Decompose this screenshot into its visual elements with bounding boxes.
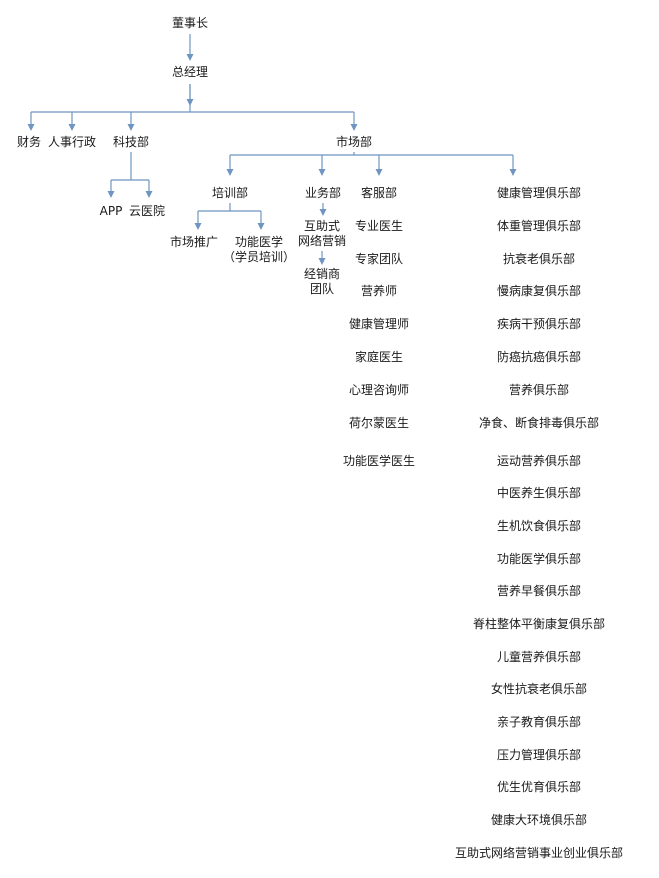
service-role: 心理咨询师 xyxy=(348,383,410,397)
club-item: 脊柱整体平衡康复俱乐部 xyxy=(472,617,606,631)
arrowhead xyxy=(319,209,327,216)
node-functional-medicine-training: 功能医学 （学员培训） xyxy=(223,235,295,265)
node-customer-service-dept: 客服部 xyxy=(360,186,398,200)
arrowhead xyxy=(375,169,383,176)
arrowhead xyxy=(194,223,202,230)
arrowhead xyxy=(257,223,265,230)
service-role: 荷尔蒙医生 xyxy=(348,416,410,430)
node-line: 网络营销 xyxy=(297,234,347,248)
node-finance: 财务 xyxy=(16,135,42,149)
club-item: 生机饮食俱乐部 xyxy=(496,519,582,533)
node-line: 功能医学 xyxy=(234,235,284,249)
club-item: 抗衰老俱乐部 xyxy=(502,252,576,266)
node-chairman: 董事长 xyxy=(171,16,209,30)
node-training-dept: 培训部 xyxy=(211,186,249,200)
arrowhead xyxy=(318,258,326,265)
club-item: 净食、断食排毒俱乐部 xyxy=(478,416,600,430)
node-line: （学员培训） xyxy=(222,250,296,264)
club-item: 体重管理俱乐部 xyxy=(496,219,582,233)
arrowhead xyxy=(27,124,35,131)
club-item: 疾病干预俱乐部 xyxy=(496,317,582,331)
node-line: 市场推广 xyxy=(169,235,219,249)
club-item: 互助式网络营销事业创业俱乐部 xyxy=(454,846,624,860)
service-role: 营养师 xyxy=(360,284,398,298)
arrowhead xyxy=(107,191,115,198)
club-item: 慢病康复俱乐部 xyxy=(496,284,582,298)
club-item: 优生优育俱乐部 xyxy=(496,780,582,794)
club-item: 营养俱乐部 xyxy=(508,383,570,397)
club-item: 健康大环境俱乐部 xyxy=(490,813,588,827)
club-item: 亲子教育俱乐部 xyxy=(496,715,582,729)
arrowhead xyxy=(186,54,194,61)
service-role: 专业医生 xyxy=(354,219,404,233)
club-item: 健康管理俱乐部 xyxy=(496,186,582,200)
node-line: 经销商 xyxy=(303,267,341,281)
node-market-promotion: 市场推广 xyxy=(170,235,218,250)
node-cloud-hospital: 云医院 xyxy=(128,204,166,218)
node-tech-dept: 科技部 xyxy=(112,135,150,149)
node-app: APP xyxy=(99,204,123,218)
club-item: 儿童营养俱乐部 xyxy=(496,650,582,664)
club-item: 运动营养俱乐部 xyxy=(496,454,582,468)
node-line: 团队 xyxy=(309,282,335,296)
node-general-manager: 总经理 xyxy=(171,65,209,79)
node-business-dept: 业务部 xyxy=(304,186,342,200)
arrowhead xyxy=(68,124,76,131)
club-item: 压力管理俱乐部 xyxy=(496,748,582,762)
service-role: 健康管理师 xyxy=(348,317,410,331)
arrowhead xyxy=(127,124,135,131)
service-role: 专家团队 xyxy=(354,252,404,266)
arrowhead xyxy=(145,191,153,198)
club-item: 防癌抗癌俱乐部 xyxy=(496,350,582,364)
arrowhead xyxy=(509,169,517,176)
node-market-dept: 市场部 xyxy=(335,135,373,149)
service-role: 家庭医生 xyxy=(354,350,404,364)
club-item: 功能医学俱乐部 xyxy=(496,552,582,566)
node-distributor-team: 经销商 团队 xyxy=(304,267,340,297)
node-line: 互助式 xyxy=(303,219,341,233)
club-item: 中医养生俱乐部 xyxy=(496,486,582,500)
club-item: 营养早餐俱乐部 xyxy=(496,584,582,598)
node-hr-admin: 人事行政 xyxy=(47,135,97,149)
arrowhead xyxy=(226,169,234,176)
club-item: 女性抗衰老俱乐部 xyxy=(490,682,588,696)
service-role: 功能医学医生 xyxy=(342,454,416,468)
arrowhead xyxy=(350,124,358,131)
arrowhead xyxy=(318,169,326,176)
node-mutual-network-marketing: 互助式 网络营销 xyxy=(298,219,346,249)
